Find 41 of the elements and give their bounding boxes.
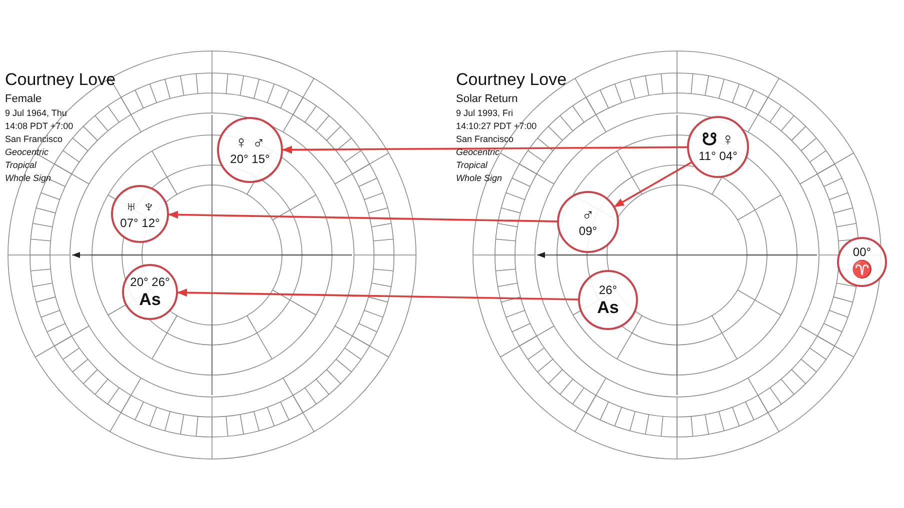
planet-symbols: ♀ ♂ (234, 133, 266, 152)
highlight-circle (111, 185, 169, 243)
arrow (168, 210, 558, 222)
date-text: 9 Jul 1993, Fri (456, 107, 514, 120)
highlight-circle (122, 264, 178, 320)
setting-text: Whole Sign (456, 172, 502, 185)
setting-text: Tropical (5, 159, 36, 172)
highlight-circle (217, 117, 283, 183)
arrow (177, 288, 578, 300)
chart-subtitle: Solar Return (456, 92, 518, 106)
setting-text: Whole Sign (5, 172, 52, 185)
planet-symbols: ☋ ♀ (702, 130, 734, 149)
planet-symbol: ♂ (582, 205, 594, 224)
highlight-circle (578, 270, 638, 330)
sign-symbol: ♈ (852, 260, 872, 279)
chart-subtitle: Female (5, 92, 42, 106)
highlight-circle (557, 191, 619, 253)
place-text: San Francisco (456, 133, 514, 146)
degree-text: 20° 26° (130, 275, 170, 290)
setting-text: Geocentric (5, 146, 49, 159)
arrow (614, 162, 692, 208)
setting-text: Tropical (456, 159, 488, 172)
degree-text: 00° (852, 245, 872, 260)
degree-text: 20° 15° (230, 152, 270, 167)
place-text: San Francisco (5, 133, 63, 146)
ascendant-symbol: As (597, 298, 619, 317)
degree-text: 09° (578, 224, 598, 239)
arrow (282, 146, 687, 154)
highlight-circle (837, 237, 887, 287)
chart-title: Courtney Love (456, 70, 567, 90)
planet-symbols: ♅ ♆ (124, 197, 156, 216)
chart-title: Courtney Love (5, 70, 116, 90)
degree-text: 07° 12° (120, 216, 160, 231)
time-text: 14:08 PDT +7:00 (5, 120, 74, 133)
ascendant-symbol: As (139, 290, 161, 309)
highlight-circle (687, 116, 749, 178)
setting-text: Geocentric (456, 146, 500, 159)
degree-text: 11° 04° (698, 149, 738, 164)
date-text: 9 Jul 1964, Thu (5, 107, 67, 120)
degree-text: 26° (598, 283, 618, 298)
time-text: 14:10:27 PDT +7:00 (456, 120, 537, 133)
